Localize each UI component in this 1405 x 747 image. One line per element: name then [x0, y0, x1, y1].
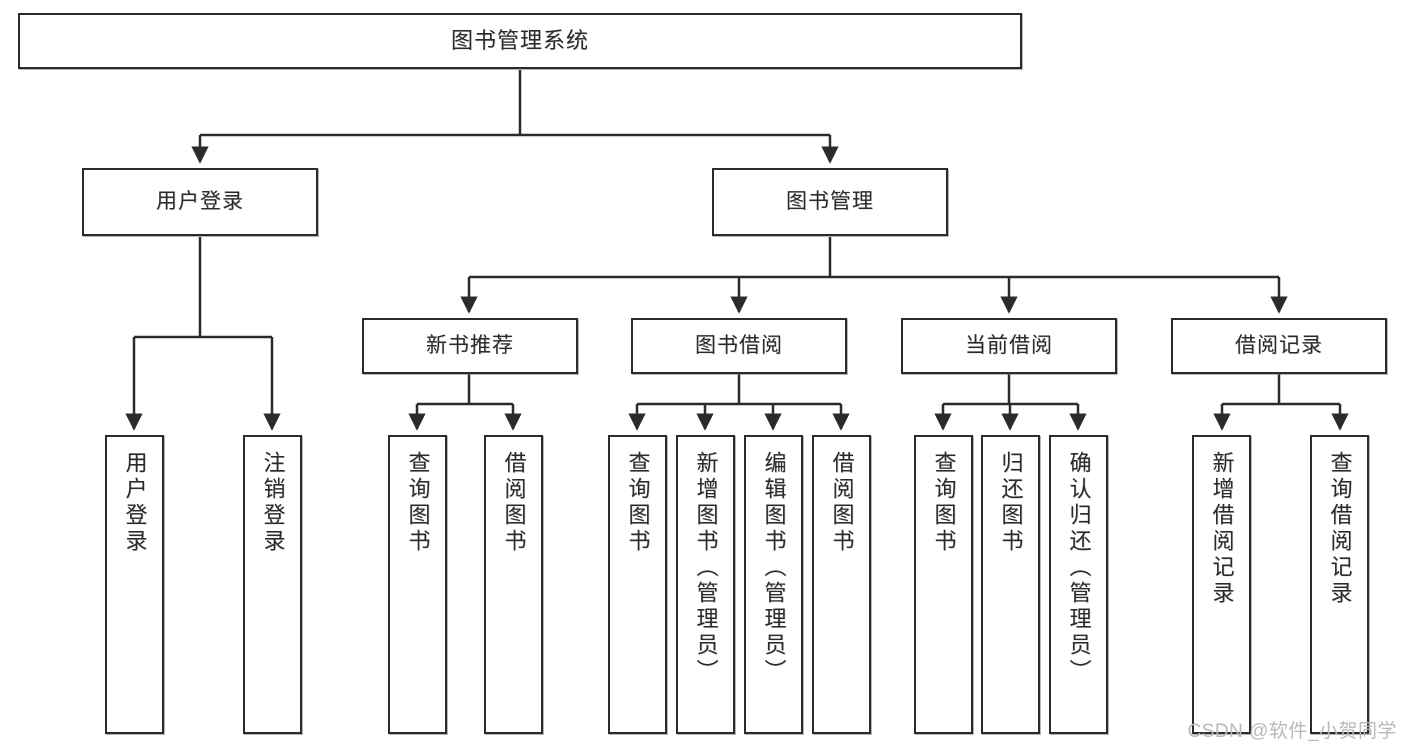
node-label: 新增借阅记录	[1209, 451, 1235, 607]
leaf-add-borrow-record[interactable]: 新增借阅记录	[1192, 435, 1251, 734]
node-label: 图书管理	[786, 189, 874, 213]
leaf-confirm-return-admin[interactable]: 确认归还（管理员）	[1049, 435, 1108, 734]
node-label: 确认归还（管理员）	[1066, 451, 1092, 685]
node-label: 图书管理系统	[450, 28, 589, 54]
node-new-book-recommend[interactable]: 新书推荐	[362, 318, 578, 374]
node-book-management[interactable]: 图书管理	[712, 168, 948, 236]
node-label: 编辑图书（管理员）	[761, 451, 787, 685]
node-label: 借阅记录	[1235, 333, 1323, 357]
node-label: 查询借阅记录	[1327, 451, 1353, 607]
node-current-borrow[interactable]: 当前借阅	[901, 318, 1117, 374]
leaf-borrow-book-recommend[interactable]: 借阅图书	[484, 435, 543, 734]
node-label: 用户登录	[122, 451, 148, 555]
node-label: 借阅图书	[829, 451, 855, 555]
node-label: 借阅图书	[501, 451, 527, 555]
leaf-query-book-recommend[interactable]: 查询图书	[388, 435, 447, 734]
node-label: 用户登录	[156, 189, 244, 213]
node-borrow-record[interactable]: 借阅记录	[1171, 318, 1387, 374]
node-label: 查询图书	[931, 451, 957, 555]
node-label: 新增图书（管理员）	[693, 451, 719, 685]
leaf-add-book-admin[interactable]: 新增图书（管理员）	[676, 435, 735, 734]
node-label: 注销登录	[260, 451, 286, 555]
node-root-book-management-system[interactable]: 图书管理系统	[18, 13, 1022, 69]
leaf-query-book-current[interactable]: 查询图书	[914, 435, 973, 734]
csdn-watermark: CSDN @软件_小贺同学	[1187, 721, 1397, 742]
node-book-borrow[interactable]: 图书借阅	[631, 318, 847, 374]
leaf-query-book-borrow[interactable]: 查询图书	[608, 435, 667, 734]
node-label: 图书借阅	[695, 333, 783, 357]
leaf-return-book[interactable]: 归还图书	[981, 435, 1040, 734]
node-label: 查询图书	[405, 451, 431, 555]
node-label: 新书推荐	[426, 333, 514, 357]
node-label: 归还图书	[998, 451, 1024, 555]
node-label: 查询图书	[625, 451, 651, 555]
node-user-login[interactable]: 用户登录	[82, 168, 318, 236]
leaf-logout-login[interactable]: 注销登录	[243, 435, 302, 734]
leaf-query-borrow-record[interactable]: 查询借阅记录	[1310, 435, 1369, 734]
leaf-edit-book-admin[interactable]: 编辑图书（管理员）	[744, 435, 803, 734]
leaf-user-login[interactable]: 用户登录	[105, 435, 164, 734]
leaf-borrow-book[interactable]: 借阅图书	[812, 435, 871, 734]
node-label: 当前借阅	[965, 333, 1053, 357]
